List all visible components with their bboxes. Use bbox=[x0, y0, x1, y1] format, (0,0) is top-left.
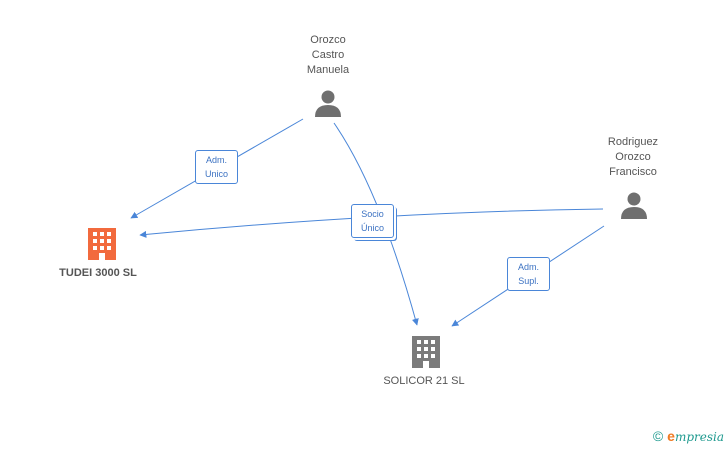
building-icon[interactable] bbox=[412, 336, 440, 368]
person-name-orozco[interactable]: Orozco Castro Manuela bbox=[306, 34, 350, 76]
person-icon[interactable] bbox=[621, 192, 647, 220]
company-name-solicor[interactable]: SOLICOR 21 SL bbox=[383, 375, 465, 387]
empresia-logo[interactable]: empresia bbox=[667, 428, 724, 444]
company-name-tudei[interactable]: TUDEI 3000 SL bbox=[59, 267, 137, 279]
relation-label-socio-unico[interactable]: Socio Único bbox=[351, 204, 394, 238]
building-icon[interactable] bbox=[88, 228, 116, 260]
person-name-rodriguez[interactable]: Rodriguez Orozco Francisco bbox=[607, 136, 659, 178]
relation-label-adm-supl[interactable]: Adm. Supl. bbox=[507, 257, 550, 291]
person-icon[interactable] bbox=[315, 90, 341, 118]
relation-label-adm-unico[interactable]: Adm. Unico bbox=[195, 150, 238, 184]
copyright-symbol: © bbox=[652, 428, 664, 444]
footer-brand: © empresia bbox=[653, 428, 724, 444]
